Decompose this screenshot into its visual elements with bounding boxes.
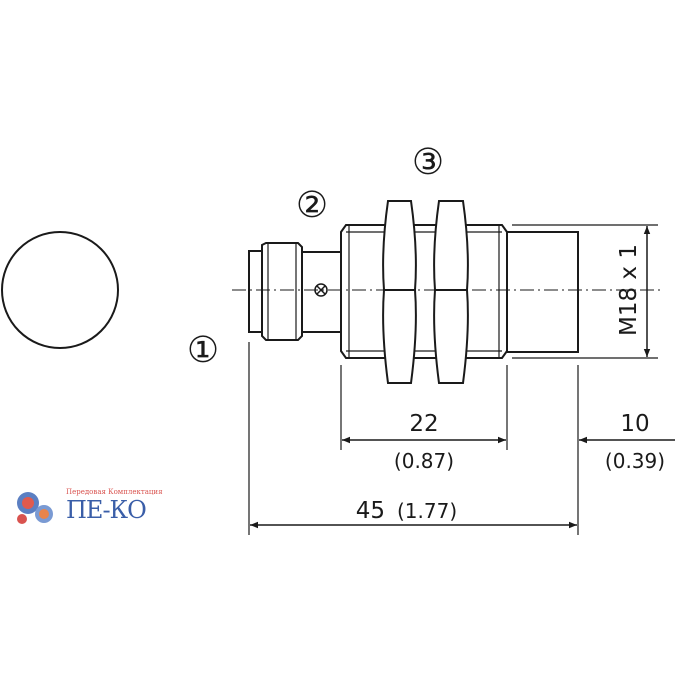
logo: Передовая Комплектация ПЕ-КО bbox=[8, 488, 178, 533]
callout-3: ③ bbox=[412, 142, 444, 183]
dim-10-inch: (0.39) bbox=[605, 449, 665, 473]
lock-nut-2 bbox=[433, 200, 469, 384]
dim-22-inch: (0.87) bbox=[394, 449, 454, 473]
threaded-body bbox=[340, 224, 508, 359]
dim-45-inch: (1.77) bbox=[397, 499, 457, 523]
sensor-head bbox=[506, 231, 579, 353]
callout-1: ① bbox=[187, 330, 219, 371]
lock-nut-1 bbox=[382, 200, 417, 384]
dim-45: 45 bbox=[356, 498, 385, 524]
thread-label: M18 x 1 bbox=[616, 244, 642, 336]
logo-gears bbox=[17, 492, 53, 524]
led-icon bbox=[314, 283, 328, 297]
dim-10: 10 bbox=[620, 411, 649, 437]
logo-name: ПЕ-КО bbox=[66, 496, 147, 524]
sensing-face-circle bbox=[1, 231, 119, 349]
connector-m12 bbox=[248, 242, 342, 341]
logo-tagline: Передовая Комплектация bbox=[66, 488, 163, 496]
callout-2: ② bbox=[296, 185, 328, 226]
dim-22: 22 bbox=[409, 411, 438, 437]
